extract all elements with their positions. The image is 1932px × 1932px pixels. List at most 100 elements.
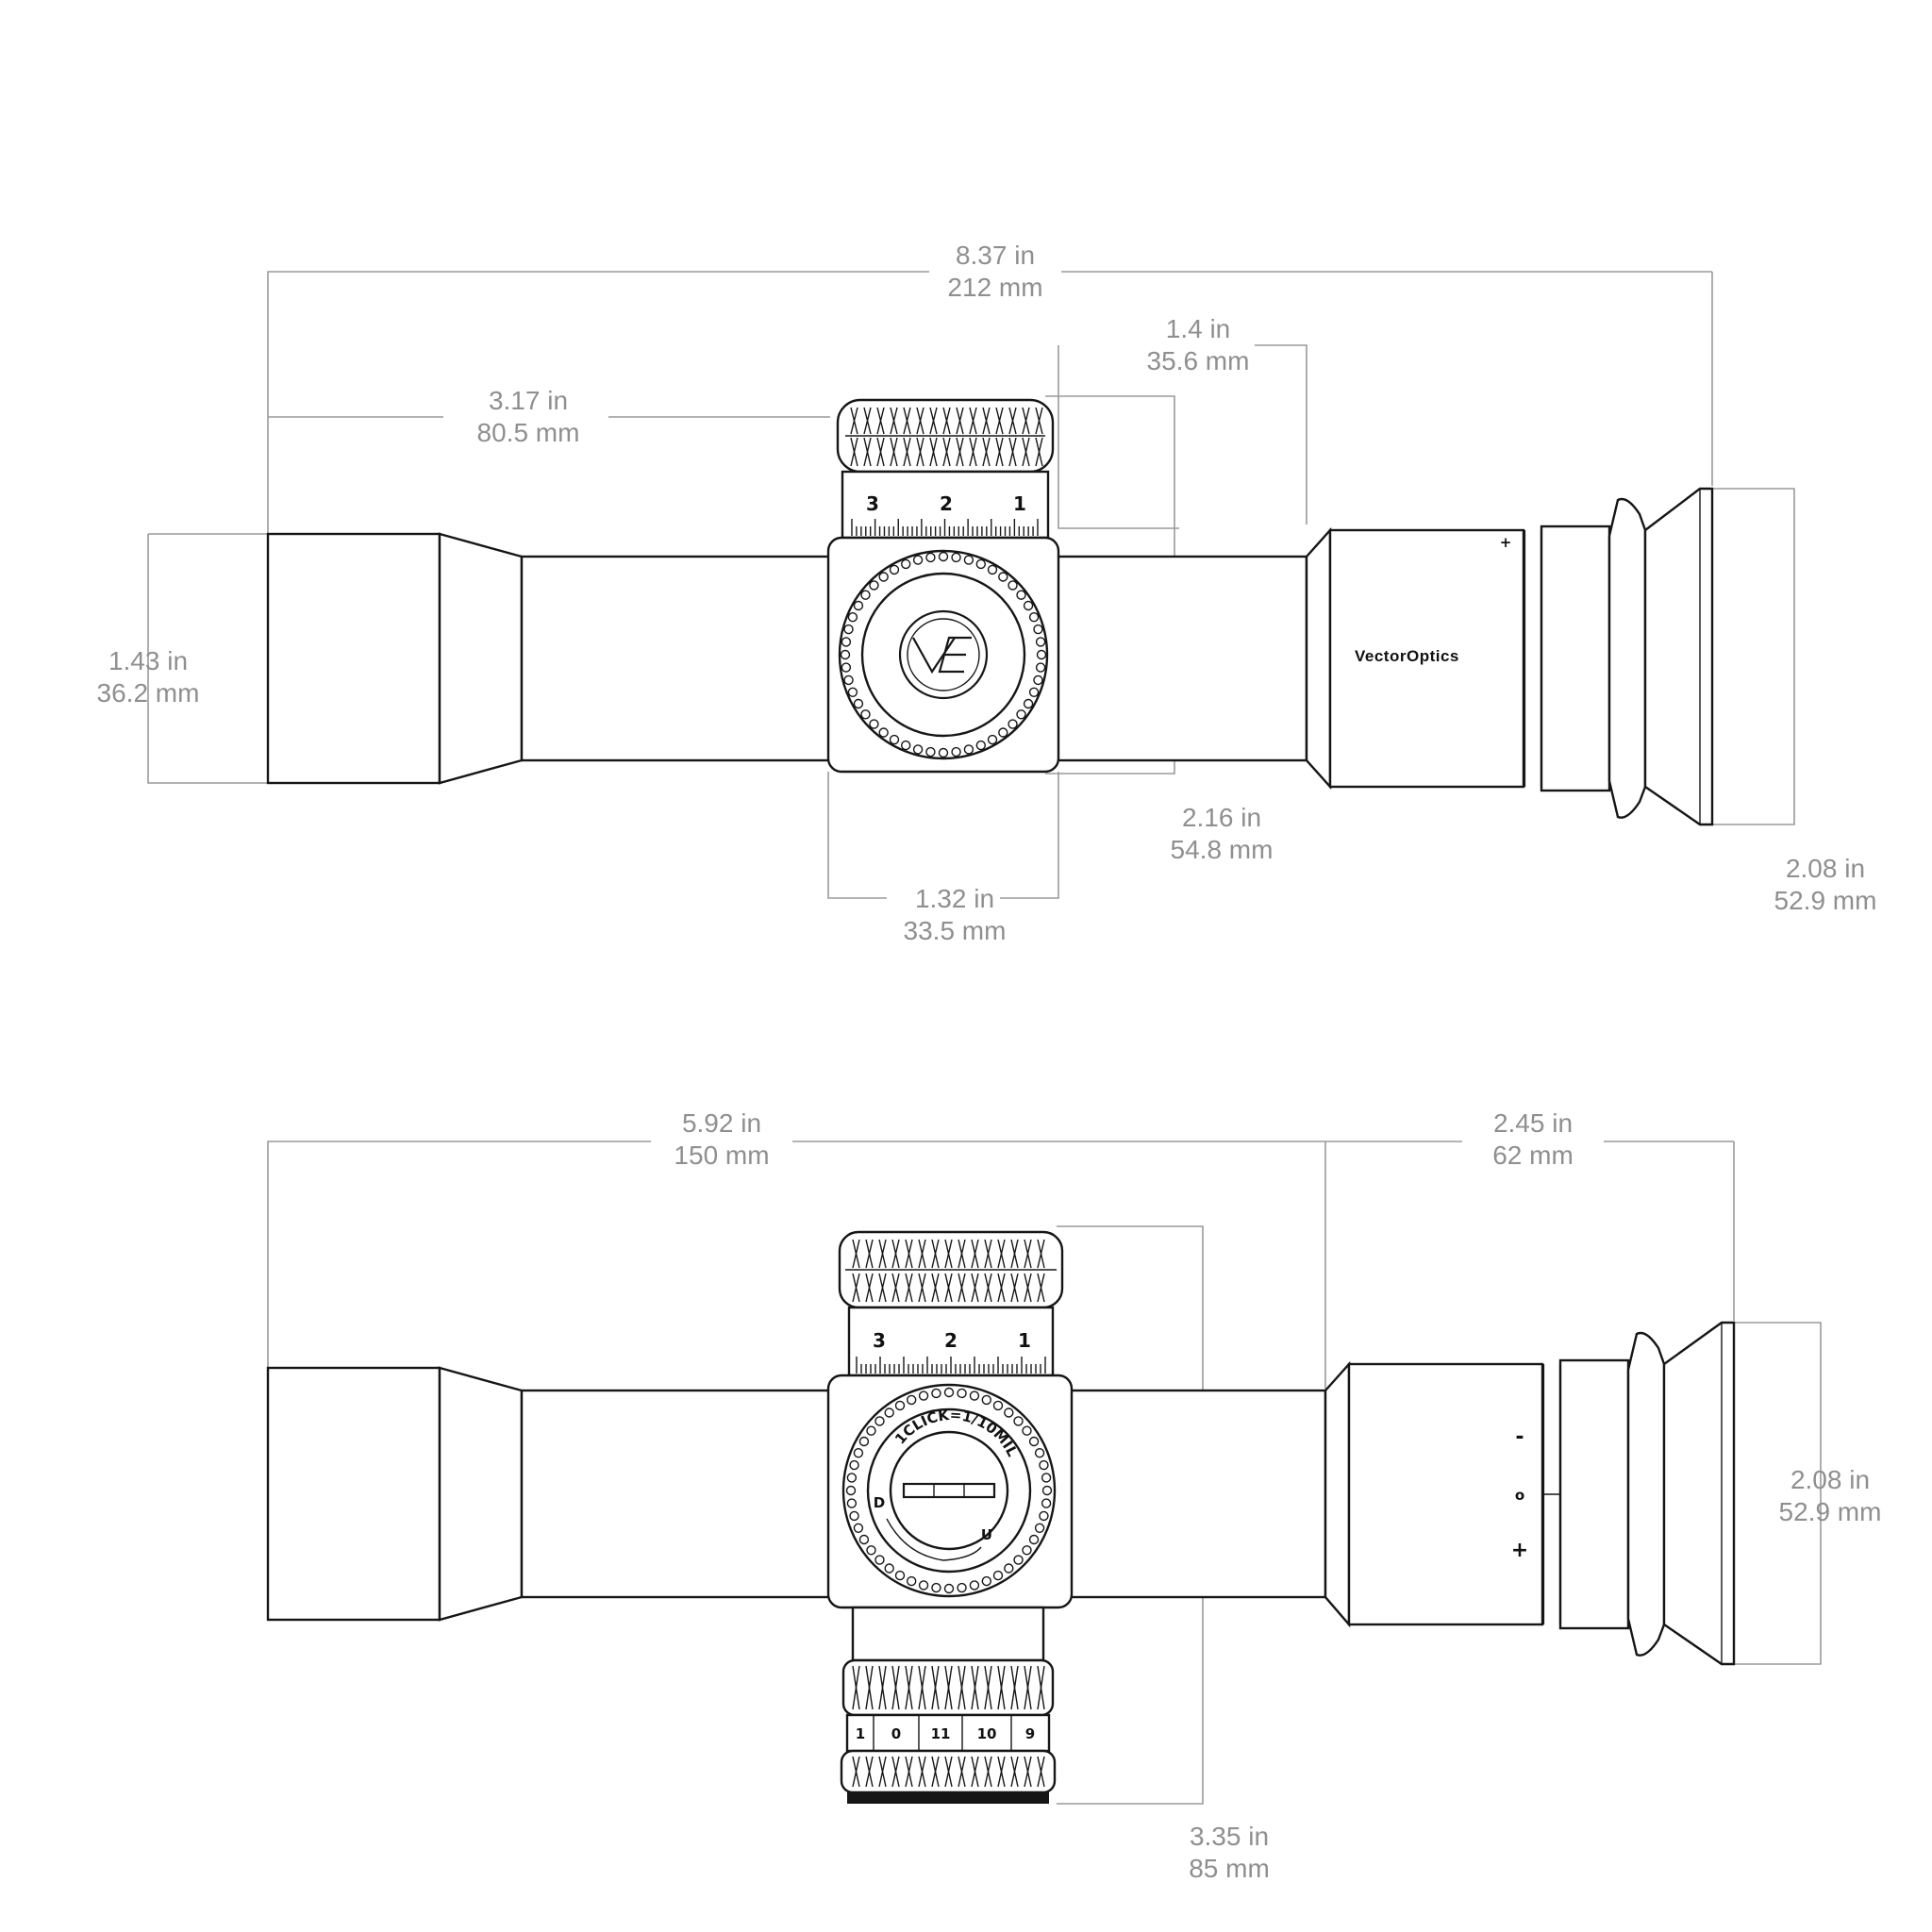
knurl-line: [931, 1239, 940, 1269]
knurl-line: [931, 1756, 940, 1788]
knurl-line: [918, 1273, 926, 1303]
knurl-line: [942, 437, 951, 467]
gear-tooth: [858, 1436, 870, 1447]
knurl-line: [1022, 407, 1030, 435]
gear-tooth: [1039, 1459, 1049, 1471]
objective-taper-side: [438, 1366, 524, 1622]
knurl-line: [878, 1756, 887, 1788]
knurl-line: [956, 437, 964, 467]
gear-tooth: [889, 734, 900, 745]
dim-eyepiece-dia-in: 2.08 in: [1786, 854, 1865, 883]
knurl-line: [905, 1273, 913, 1303]
gear-tooth: [1004, 1407, 1014, 1418]
knurl-line: [969, 407, 977, 435]
gear-tooth: [912, 744, 924, 755]
gear-tooth: [975, 558, 986, 570]
gear-tooth: [951, 552, 961, 563]
gear-tooth: [878, 727, 889, 738]
elevation-knurl-pattern-top: [850, 407, 1043, 467]
gear-tooth: [951, 746, 961, 758]
gear-tooth: [841, 662, 852, 673]
knurl-line: [944, 1239, 953, 1269]
knurl-line: [931, 1273, 940, 1303]
knurl-line: [944, 1665, 953, 1710]
illumination-turret-side: 1 0 11 10 9: [840, 1606, 1057, 1804]
knurl-line: [1010, 1273, 1019, 1303]
gear-tooth: [853, 1523, 864, 1533]
gear-tooth: [907, 1394, 917, 1406]
knurl-line: [852, 1239, 860, 1269]
knurl-line: [903, 437, 911, 467]
gear-tooth: [1022, 1425, 1032, 1436]
gear-tooth: [866, 1545, 876, 1556]
objective-bell-top: [266, 532, 441, 785]
knurl-line: [863, 407, 872, 435]
dim-objective-dia-mm: 36.2 mm: [97, 678, 200, 708]
knurl-line: [905, 1239, 913, 1269]
knurl-line: [891, 1239, 900, 1269]
gear-tooth: [969, 1580, 980, 1591]
gear-tooth: [975, 740, 986, 751]
dim-eyepiece-length-in: 2.45 in: [1493, 1108, 1573, 1138]
elevation-turret-side: 3 2 1: [838, 1230, 1064, 1377]
cap-slot: [902, 1482, 996, 1499]
knurl-line: [929, 407, 938, 435]
dim-turret-height-in: 2.16 in: [1182, 803, 1261, 832]
eyepiece-top: + VectorOptics: [1305, 487, 1714, 826]
knurl-line: [1022, 437, 1030, 467]
illum-knurl-pattern-upper: [852, 1665, 1045, 1710]
knurl-line: [958, 1665, 966, 1710]
gear-tooth: [987, 564, 998, 575]
knurl-line: [878, 1665, 887, 1710]
illum-neck: [851, 1606, 1045, 1662]
side-scale-label-1: 1: [1018, 1329, 1031, 1352]
gear-tooth: [901, 558, 911, 570]
gear-tooth: [853, 1448, 864, 1458]
eyecup-side: [1662, 1321, 1736, 1666]
knurl-line: [982, 407, 991, 435]
illum-label-10: 10: [977, 1725, 997, 1742]
gear-tooth: [1028, 1534, 1040, 1545]
knurl-line: [944, 1273, 953, 1303]
gear-tooth: [1023, 600, 1034, 611]
gear-tooth: [869, 580, 879, 591]
objective-bell-side: [266, 1366, 441, 1622]
knurl-line: [1008, 407, 1017, 435]
gear-tooth: [931, 1582, 941, 1593]
gear-tooth: [925, 552, 936, 563]
knurl-line: [1010, 1665, 1019, 1710]
knurl-line: [969, 437, 977, 467]
eyepiece-side: - o +: [1324, 1321, 1736, 1666]
knurl-line: [905, 1665, 913, 1710]
knurl-line: [929, 437, 938, 467]
knurl-line: [903, 407, 911, 435]
gear-tooth: [1028, 612, 1040, 623]
up-arrow-icon: [942, 1546, 982, 1561]
knurl-line: [852, 1273, 860, 1303]
gear-tooth: [1008, 719, 1018, 729]
dim-side-eyepiece-dia-mm: 52.9 mm: [1779, 1497, 1882, 1526]
gear-tooth: [957, 1388, 967, 1399]
illum-label-1: 1: [856, 1725, 865, 1742]
objective-taper-top: [438, 532, 524, 785]
top-dimension-lines: [147, 271, 1795, 899]
gear-tooth: [981, 1394, 991, 1406]
gear-tooth: [918, 1391, 929, 1401]
gear-tooth: [894, 1400, 906, 1411]
gear-tooth: [889, 564, 900, 575]
knurl-line: [971, 1273, 979, 1303]
gear-tooth: [1004, 1563, 1014, 1574]
windage-cap-side: [889, 1430, 1009, 1551]
knurl-line: [971, 1239, 979, 1269]
knurl-line: [1024, 1665, 1032, 1710]
gear-tooth: [925, 746, 936, 758]
knurl-line: [971, 1665, 979, 1710]
illum-knurl-pattern-lower: [852, 1756, 1045, 1788]
gear-tooth: [1033, 675, 1043, 686]
side-scale-label-3: 3: [873, 1329, 886, 1352]
diopter-plus-mark: +: [1511, 1539, 1528, 1562]
knurl-line: [863, 437, 872, 467]
knurl-line: [865, 1239, 874, 1269]
gear-tooth: [874, 1416, 885, 1426]
gear-tooth: [846, 1473, 858, 1483]
